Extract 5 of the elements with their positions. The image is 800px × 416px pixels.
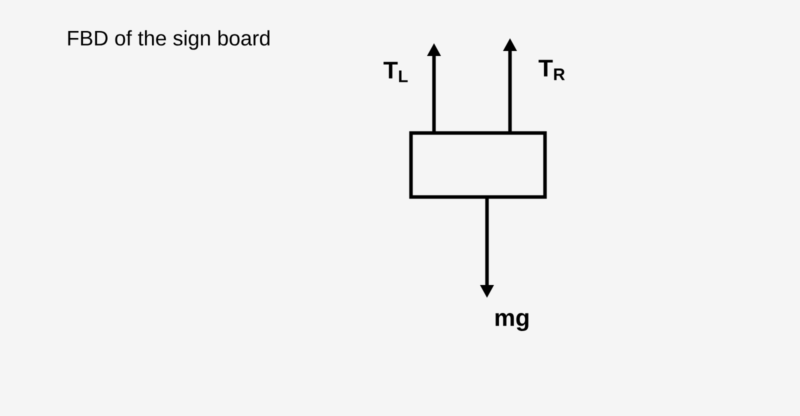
- title: FBD of the sign board: [68, 30, 270, 50]
- force-label: T$_{R}$: [538, 60, 565, 80]
- force-label: T$_{L}$: [384, 62, 408, 82]
- sign-board-box: [409, 131, 547, 199]
- force-label: mg: [496, 313, 528, 331]
